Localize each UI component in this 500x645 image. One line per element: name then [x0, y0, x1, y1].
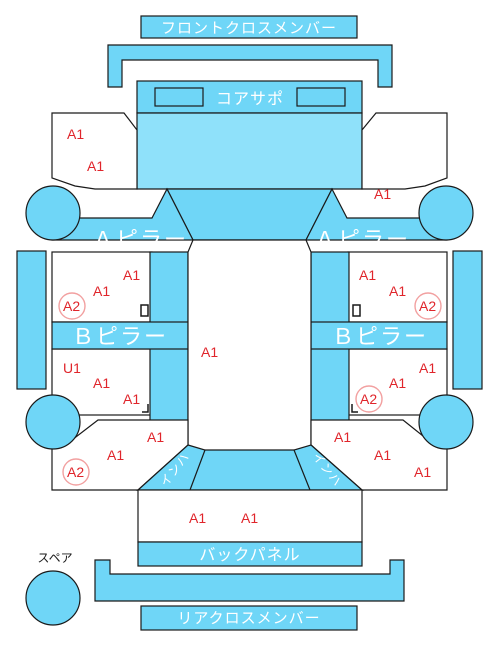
grade-label: A1	[93, 375, 110, 391]
rear-cross-member-label: リアクロスメンバー	[177, 609, 320, 627]
marker-right-front	[352, 304, 361, 317]
a-pillar-left-label: Ａピラー	[92, 228, 188, 253]
front-door-right[interactable]	[347, 251, 448, 323]
grade-label: A1	[334, 429, 351, 445]
grade-label: A1	[147, 429, 164, 445]
grade-label: A1	[359, 267, 376, 283]
dash-panel[interactable]	[166, 188, 333, 241]
b-pillar-right-label: Ｂピラー	[332, 325, 428, 350]
grade-label: U1	[63, 360, 81, 376]
grade-label: A1	[107, 447, 124, 463]
grade-label: A1	[414, 464, 431, 480]
grade-ring	[58, 292, 86, 320]
wheel-rear-right[interactable]	[418, 394, 474, 450]
grade-ring	[62, 458, 90, 486]
grade-label: A1	[389, 283, 406, 299]
marker-left-rear	[142, 404, 149, 413]
wheel-front-right[interactable]	[418, 185, 474, 241]
marker-left-front	[140, 304, 149, 317]
grade-label: A1	[241, 510, 258, 526]
grade-label: A2	[360, 391, 377, 407]
rocker-left[interactable]	[16, 250, 47, 390]
core-support[interactable]: コアサポ	[136, 80, 363, 114]
back-panel-label: バックパネル	[199, 545, 300, 564]
grade-label: A1	[123, 267, 140, 283]
grade-label: A2	[67, 464, 84, 480]
wheel-front-left[interactable]	[25, 185, 81, 241]
front-bracket[interactable]	[107, 44, 393, 88]
spare-tire-label: スペア	[37, 551, 72, 565]
marker-right-rear	[351, 404, 358, 413]
grade-label: A1	[123, 391, 140, 407]
grade-label: A2	[63, 298, 80, 314]
rocker-right[interactable]	[452, 250, 483, 390]
rear-cross-member[interactable]: リアクロスメンバー	[140, 605, 358, 631]
hood-area[interactable]	[136, 112, 363, 190]
grade-label: A2	[419, 298, 436, 314]
grade-label: A1	[419, 360, 436, 376]
spare-tire[interactable]: スペア	[25, 551, 81, 626]
grade-ring	[355, 385, 383, 413]
b-pillar-left[interactable]: Ｂピラー	[51, 321, 189, 350]
grade-label: A1	[93, 283, 110, 299]
grade-label: A1	[389, 375, 406, 391]
grade-label: A1	[67, 126, 84, 142]
back-panel[interactable]: バックパネル	[137, 541, 363, 567]
front-cross-member-label: フロントクロスメンバー	[161, 19, 337, 37]
core-support-left-slot	[154, 87, 204, 107]
front-cross-member[interactable]: フロントクロスメンバー	[140, 15, 358, 39]
front-fender-left[interactable]	[51, 112, 138, 190]
front-fender-right[interactable]	[361, 112, 448, 190]
rear-door-right[interactable]	[347, 348, 448, 416]
grade-label: A1	[87, 158, 104, 174]
grade-label: A1	[374, 186, 391, 202]
grade-label: A1	[374, 447, 391, 463]
b-pillar-left-label: Ｂピラー	[72, 325, 168, 350]
a-pillar-right-label: Ａピラー	[314, 228, 410, 253]
grade-ring	[414, 292, 442, 320]
b-pillar-right[interactable]: Ｂピラー	[310, 321, 448, 350]
grade-label: A1	[201, 344, 218, 360]
grade-label: A1	[189, 510, 206, 526]
rear-bracket[interactable]	[94, 559, 405, 602]
core-support-label: コアサポ	[216, 89, 284, 108]
core-support-right-slot	[296, 87, 346, 107]
a-pillar-left[interactable]: Ａピラー	[51, 187, 194, 253]
trunk-lid[interactable]	[137, 489, 363, 543]
wheel-rear-left[interactable]	[25, 394, 81, 450]
